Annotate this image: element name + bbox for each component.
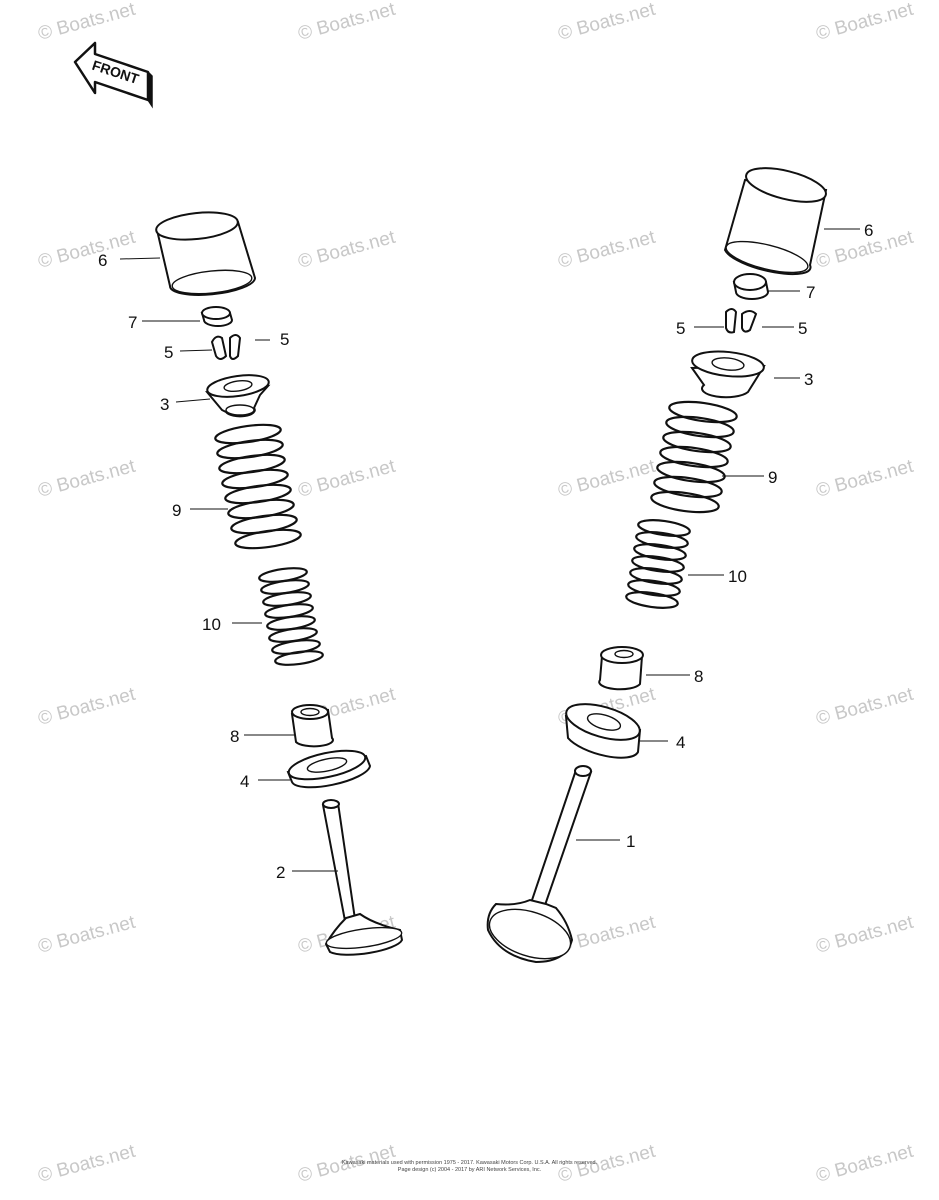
callout-8: 8: [230, 727, 239, 746]
callout-9: 9: [768, 468, 777, 487]
callout-6: 6: [98, 251, 107, 270]
right-shim: [732, 273, 770, 300]
watermark-text: © Boats.net: [296, 227, 398, 273]
callout-7: 7: [128, 313, 137, 332]
right-assembly: 6 7 5 5 3: [486, 167, 873, 964]
left-spring-retainer: [205, 374, 271, 418]
callout-5: 5: [164, 343, 173, 362]
callout-4: 4: [240, 772, 249, 791]
right-stem-seal: [598, 646, 644, 691]
footer-design-credit: Page design (c) 2004 - 2017 by ARI Netwo…: [397, 1167, 542, 1173]
callout-5: 5: [676, 319, 685, 338]
callout-1: 1: [626, 832, 635, 851]
watermark-text: © Boats.net: [556, 0, 658, 45]
left-outer-spring: [214, 423, 302, 550]
right-tappet: [723, 167, 828, 276]
watermark-text: © Boats.net: [556, 227, 658, 273]
left-spring-seat: [286, 749, 372, 789]
callout-3: 3: [804, 370, 813, 389]
callout-10: 10: [202, 615, 221, 634]
callout-10: 10: [728, 567, 747, 586]
watermark-text: © Boats.net: [814, 684, 916, 730]
callout-5: 5: [280, 330, 289, 349]
callout-2: 2: [276, 863, 285, 882]
callout-3: 3: [160, 395, 169, 414]
watermark-text: © Boats.net: [36, 684, 138, 730]
watermark-text: © Boats.net: [36, 227, 138, 273]
watermark-text: © Boats.net: [296, 456, 398, 502]
right-spring-retainer: [690, 350, 766, 399]
watermark-text: © Boats.net: [36, 912, 138, 958]
footer-copyright: Kawasaki materials used with permission …: [341, 1160, 598, 1166]
watermark-text: © Boats.net: [36, 0, 138, 45]
watermark-text: © Boats.net: [814, 456, 916, 502]
left-valve-keepers: [210, 334, 242, 360]
callout-8: 8: [694, 667, 703, 686]
callout-9: 9: [172, 501, 181, 520]
callout-4: 4: [676, 733, 685, 752]
callout-7: 7: [806, 283, 815, 302]
left-assembly: 6 7 5 5 3: [98, 211, 404, 956]
left-shim: [200, 306, 234, 327]
watermark-text: © Boats.net: [814, 0, 916, 45]
right-valve-keepers: [725, 308, 758, 334]
left-inner-spring: [258, 567, 324, 666]
right-spring-seat: [564, 703, 642, 759]
watermark-text: © Boats.net: [814, 912, 916, 958]
right-outer-spring: [650, 400, 738, 514]
front-arrow-icon: FRONT: [73, 41, 153, 109]
left-stem-seal: [290, 704, 334, 748]
watermark-text: © Boats.net: [556, 456, 658, 502]
right-valve: [486, 765, 593, 964]
callout-6: 6: [864, 221, 873, 240]
left-valve: [321, 799, 404, 956]
right-inner-spring: [625, 519, 691, 609]
watermark-text: © Boats.net: [296, 0, 398, 45]
left-tappet: [155, 211, 257, 296]
watermark-text: © Boats.net: [36, 456, 138, 502]
callout-5: 5: [798, 319, 807, 338]
